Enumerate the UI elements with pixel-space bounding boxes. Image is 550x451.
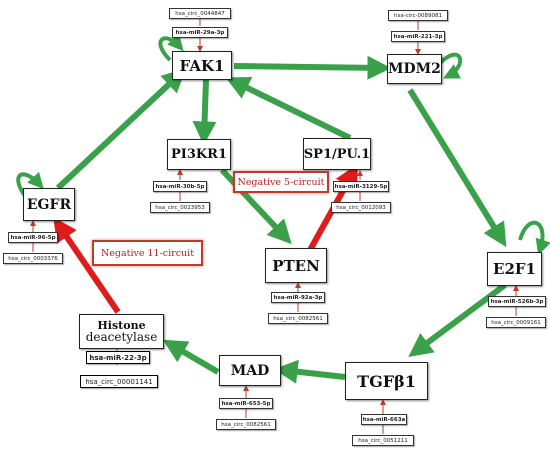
mirna-pten: hsa-miR-92a-3p <box>271 292 325 303</box>
node-tgfb1: TGFβ1 <box>345 362 428 400</box>
circrna-sp1pu1: hsa_circ_0012093 <box>331 202 391 213</box>
arrow-fak1-to-pi3kr1 <box>192 79 217 146</box>
histone-label-line2: deacetylase <box>85 330 158 344</box>
histone-label-line1: Histone <box>97 319 146 332</box>
mirna-tgfb1: hsa-miR-663a <box>361 414 407 425</box>
arrow-mad-to-histone <box>162 339 220 375</box>
node-fak1: FAK1 <box>172 51 232 80</box>
arrow-mdm2-to-e2f1 <box>407 88 507 248</box>
circrna-mad: hsa_circ_0082561 <box>216 419 276 430</box>
self-loop-fak1 <box>158 33 184 62</box>
circrna-mdm2: hsa-circ-0089081 <box>388 10 448 21</box>
mirna-mad: hsa-miR-653-5p <box>219 398 273 409</box>
circrna-histone: hsa_circ_00001141 <box>80 375 158 388</box>
circrna-tgfb1: hsa_circ_0051211 <box>352 435 414 446</box>
circrna-egfr: hsa_circ_0003376 <box>3 253 63 264</box>
circrna-pten: hsa_circ_0082561 <box>268 313 328 324</box>
node-sp1pu1: SP1/PU.1 <box>303 138 371 170</box>
node-mad: MAD <box>219 355 281 386</box>
node-e2f1: E2F1 <box>487 252 542 286</box>
arrow-fak1-to-mdm2 <box>233 55 392 80</box>
node-mdm2: MDM2 <box>387 54 442 84</box>
arrow-sp1-to-fak1 <box>225 77 352 141</box>
circrna-e2f1: hsa_circ_0009161 <box>486 317 546 328</box>
negative-11-circuit-label: Negative 11-circuit <box>92 240 203 266</box>
mirna-pi3kr1: hsa-miR-30b-5p <box>153 181 207 192</box>
mirna-e2f1: hsa-miR-526b-3p <box>488 296 546 307</box>
mirna-fak1: hsa-miR-29a-3p <box>172 27 228 38</box>
negative-5-circuit-label: Negative 5-circuit <box>233 171 329 193</box>
arrow-histone-to-egfr <box>53 217 121 314</box>
circrna-fak1: hsa_circ_0044847 <box>169 8 231 19</box>
node-histone-deacetylase: Histone deacetylase <box>79 314 164 349</box>
mirna-mdm2: hsa-miR-221-3p <box>391 31 445 42</box>
self-loop-mdm2 <box>438 52 463 79</box>
mirna-sp1pu1: hsa-miR-3129-5p <box>333 181 389 192</box>
mirna-egfr: hsa-miR-96-5p <box>8 232 58 243</box>
self-loop-e2f1 <box>518 220 550 256</box>
node-pten: PTEN <box>265 248 327 283</box>
node-egfr: EGFR <box>23 188 75 221</box>
arrow-tgfb1-to-mad <box>273 359 346 384</box>
arrow-pi3kr1-to-pten <box>219 167 292 245</box>
node-pi3kr1: PI3KR1 <box>167 139 231 170</box>
mirna-histone: hsa-miR-22-3p <box>86 351 150 364</box>
arrow-egfr-to-fak1 <box>55 68 187 191</box>
circrna-pi3kr1: hsa_circ_0023953 <box>150 202 210 213</box>
